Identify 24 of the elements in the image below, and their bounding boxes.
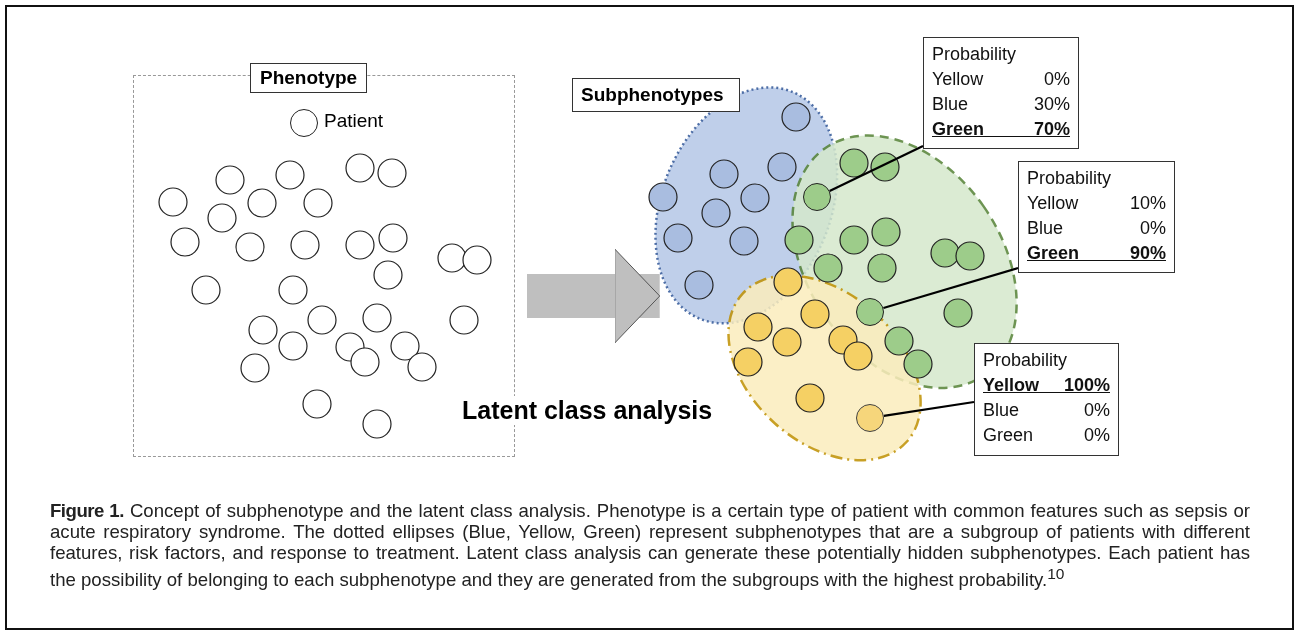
leader-line <box>883 400 975 417</box>
probability-row-text: Green 70% <box>932 118 1070 141</box>
probability-row-text: Blue 30% <box>932 93 1070 116</box>
probability-row-text: Green 0% <box>983 424 1110 447</box>
probability-row-text: Blue 0% <box>1027 217 1166 240</box>
probability-row-text: Blue 0% <box>983 399 1110 422</box>
probability-row-text: Yellow 0% <box>932 68 1070 91</box>
leader-line <box>829 145 924 192</box>
figure-caption: Figure 1. Concept of subphenotype and the latent class analysis. Phenotype is a certain type of patient with common features such as sepsis or acute respiratory syndrome. The dotted ellipses (Blue, Yellow, Green) represent subphenotypes that are a subgroup of patients with different features, risk factors, and response to treatment. Latent class analysis can generate these potentially hidden subphenotypes. Each patient has the possibility of belonging to each subphenotype and they are generated from the subgroups with the highest probability.$^{10}$ <box>50 500 1250 591</box>
probability-row-text: Green 90% <box>1027 242 1166 265</box>
box-heading: Probability <box>932 43 1018 66</box>
probability-box <box>1018 161 1175 273</box>
probability-box <box>974 343 1119 456</box>
subphenotypes-tag: Subphenotypes <box>572 78 740 112</box>
probability-row-text: Yellow 100% <box>983 374 1110 397</box>
patient-label: Patient <box>324 110 384 132</box>
edge-label: Latent class analysis <box>460 396 715 425</box>
box-heading: Probability <box>983 349 1069 372</box>
phenotype-heading: Phenotype <box>250 63 368 93</box>
probability-box <box>923 37 1079 149</box>
block-arrow <box>527 248 661 344</box>
patient-circle <box>290 109 318 137</box>
box-heading: Probability <box>1027 167 1113 190</box>
probability-row-text: Yellow 10% <box>1027 192 1166 215</box>
